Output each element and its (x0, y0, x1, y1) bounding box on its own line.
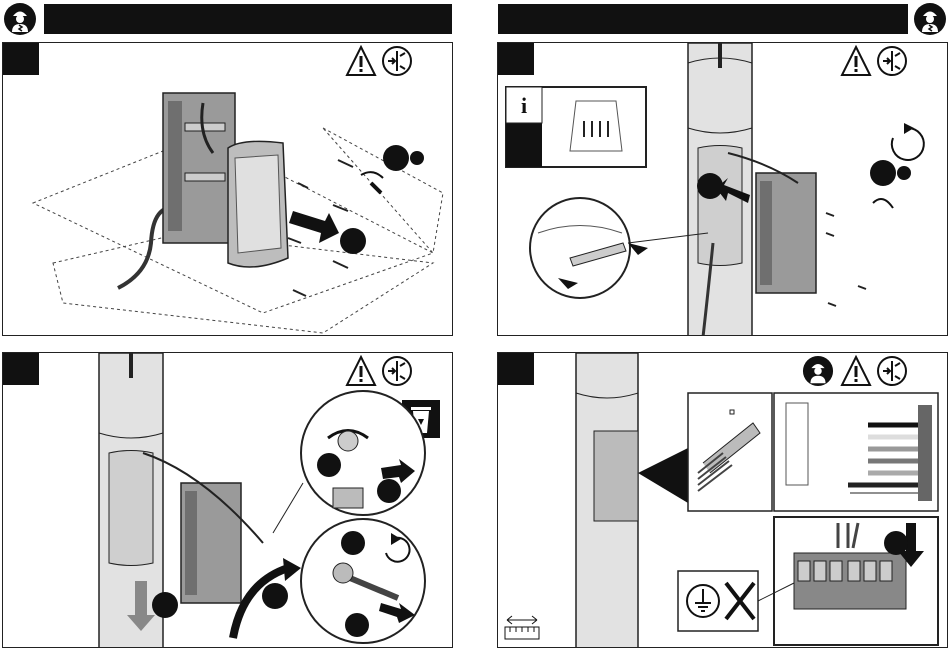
panel-1 (2, 42, 453, 336)
wiring-illustration (498, 353, 948, 648)
svg-text:i: i (521, 93, 527, 118)
mounting-illustration (3, 43, 453, 336)
panel-4 (497, 352, 948, 648)
pole-install-illustration: i (498, 43, 948, 336)
electrician-icon (913, 2, 947, 36)
removal-illustration (3, 353, 453, 648)
header-bar-left (44, 4, 452, 34)
electrician-icon (3, 2, 37, 36)
panel-3 (2, 352, 453, 648)
panel-2: i (497, 42, 948, 336)
header-bar-right (498, 4, 908, 34)
